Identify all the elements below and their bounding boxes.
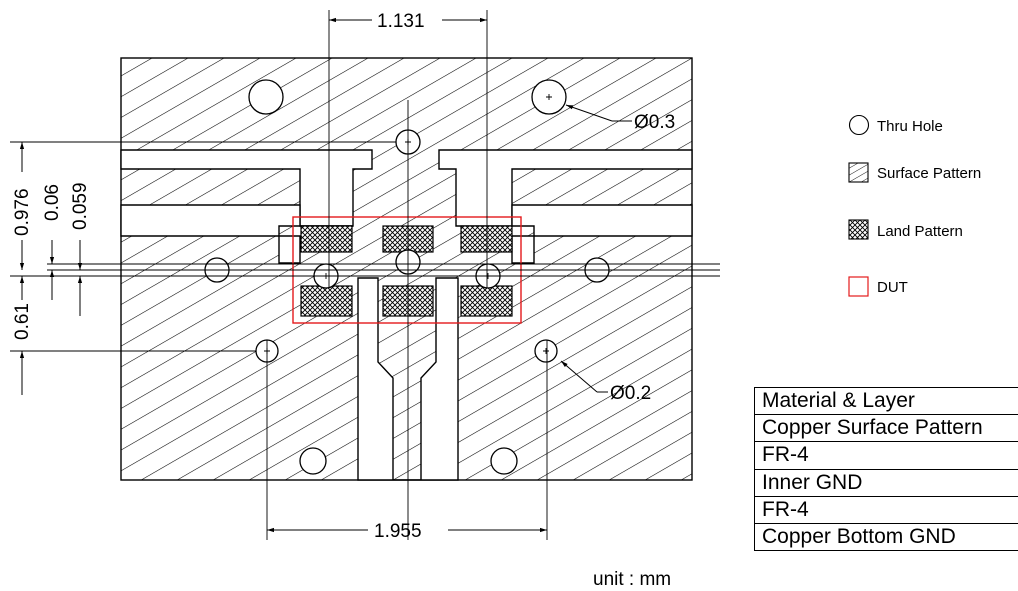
hole-large-tl (248, 79, 284, 115)
legend-dut: DUT (877, 279, 908, 296)
table-row: Copper Bottom GND (754, 522, 1018, 552)
circle-icon (848, 114, 870, 136)
table-cell: Copper Surface Pattern (754, 414, 1018, 443)
dim-left-a: 0.06 (42, 184, 63, 221)
legend-land-pattern: Land Pattern (877, 223, 963, 240)
table-row: Material & Layer (754, 386, 1018, 416)
legend-surface-pattern: Surface Pattern (877, 165, 981, 182)
dim-top-width: 1.131 (377, 11, 425, 32)
extension-lines (10, 10, 720, 540)
pad-tl (300, 225, 353, 253)
diagonal-hatch-icon (848, 162, 869, 183)
table-row: FR-4 (754, 495, 1018, 524)
dim-hole-small: Ø0.2 (610, 383, 651, 404)
table-cell: Inner GND (754, 468, 1018, 497)
dim-left-total: 0.976 (12, 188, 33, 236)
legend-thru-hole: Thru Hole (877, 118, 943, 135)
unit-label: unit : mm (593, 569, 671, 590)
dimension-lines (19, 17, 632, 533)
pad-tr (460, 225, 513, 253)
dim-left-lower: 0.61 (12, 303, 33, 340)
dim-hole-large: Ø0.3 (634, 112, 675, 133)
pattern-gaps (120, 149, 693, 481)
table-row: Inner GND (754, 468, 1018, 497)
table-cell: Material & Layer (754, 386, 1018, 416)
crosshatch-icon (848, 219, 869, 240)
dim-bottom-width: 1.955 (374, 521, 422, 542)
table-cell: FR-4 (754, 441, 1018, 470)
hole-bl (299, 447, 327, 475)
dim-left-b: 0.059 (70, 182, 91, 230)
red-square-icon (848, 276, 869, 297)
table-cell: Copper Bottom GND (754, 522, 1018, 552)
table-cell: FR-4 (754, 495, 1018, 524)
hole-br (490, 447, 518, 475)
pad-br (460, 285, 513, 317)
table-row: FR-4 (754, 441, 1018, 470)
table-row: Copper Surface Pattern (754, 414, 1018, 443)
legend: Thru Hole Surface Pattern Land Pattern D… (848, 114, 981, 297)
pad-bl (300, 285, 353, 317)
